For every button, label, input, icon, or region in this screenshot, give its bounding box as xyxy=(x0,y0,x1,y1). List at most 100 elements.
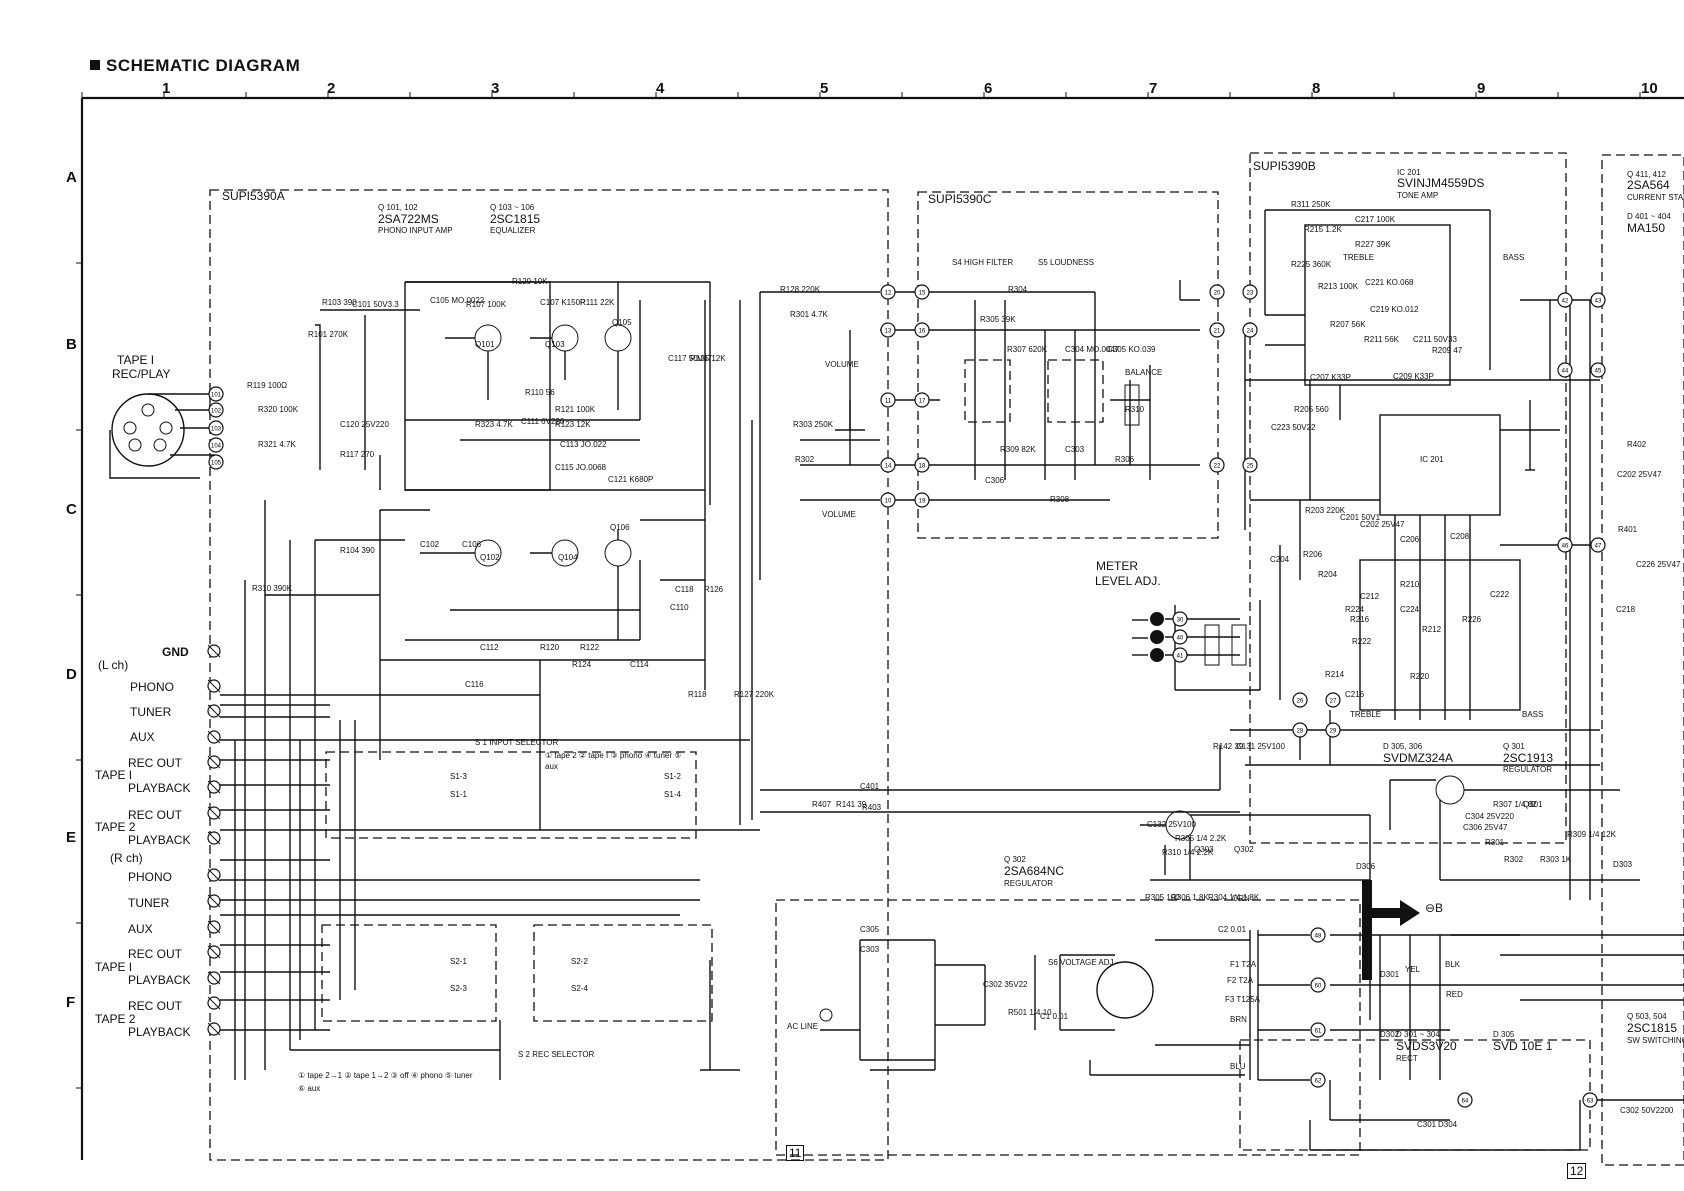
volume-label-top: VOLUME xyxy=(825,360,859,369)
component-label: D302 xyxy=(1380,1030,1400,1039)
component-label: C209 K33P xyxy=(1393,372,1434,381)
note-d305-part: SVDMZ324A xyxy=(1383,751,1454,765)
component-label: D304 xyxy=(1438,1120,1458,1129)
svg-text:105: 105 xyxy=(211,461,222,467)
column-number-6: 6 xyxy=(984,80,993,97)
component-label: Q104 xyxy=(558,553,578,562)
component-label: C105 MO.0022 xyxy=(430,296,485,305)
rec-selector-right-outline xyxy=(533,924,713,1022)
component-label: C2 0.01 xyxy=(1218,925,1247,934)
component-label: C206 xyxy=(1400,535,1420,544)
legend-item: ④ phono xyxy=(411,1071,445,1080)
rch-label: (R ch) xyxy=(110,851,143,865)
meter-label: METER xyxy=(1096,559,1138,573)
svg-text:61: 61 xyxy=(1315,1029,1322,1035)
component-label: ORN xyxy=(1232,894,1250,903)
component-label: C401 xyxy=(860,782,880,791)
svg-text:42: 42 xyxy=(1562,299,1569,305)
jack-slash xyxy=(207,704,221,718)
svg-text:23: 23 xyxy=(1247,291,1254,297)
jack-slash xyxy=(207,996,221,1010)
component-label: R305 100 xyxy=(1145,893,1180,902)
tape1l-label: TAPE I xyxy=(95,768,133,782)
component-label: D301 xyxy=(1380,970,1400,979)
svg-text:18: 18 xyxy=(919,464,926,470)
svg-text:26: 26 xyxy=(1297,699,1304,705)
component-label: R306 1.8K xyxy=(1171,893,1209,902)
component-label: R308 xyxy=(1050,495,1070,504)
component-label: C305 KO.039 xyxy=(1107,345,1156,354)
connector-terminal: 44 xyxy=(1557,362,1573,378)
note-d401-part: MA150 xyxy=(1627,221,1666,235)
component-label: C114 xyxy=(630,660,649,669)
note-d301-part: SVDS3V20 xyxy=(1396,1039,1457,1053)
connector-terminal: 43 xyxy=(1590,292,1606,308)
component-label: BRN xyxy=(1230,1015,1247,1024)
connector-terminals: 1011021031041051213111410151617181920212… xyxy=(208,284,1606,1108)
rec-out-2r-label: REC OUT xyxy=(128,999,182,1013)
connector-terminal: 103 xyxy=(208,420,224,436)
s1-1-label: S1-1 xyxy=(450,790,467,799)
note-d305-ref: D 305, 306 xyxy=(1383,742,1423,751)
board-c-label: SUPI5390C xyxy=(928,192,992,206)
row-letter-E: E xyxy=(66,829,77,846)
component-label: R311 250K xyxy=(1291,200,1331,209)
tape-din-connector xyxy=(109,393,215,479)
connector-terminal: 61 xyxy=(1310,1022,1326,1038)
svg-text:22: 22 xyxy=(1214,464,1221,470)
note-q411-ref: Q 411, 412 xyxy=(1627,170,1666,179)
jack-slash xyxy=(207,780,221,794)
aux-r-label: AUX xyxy=(128,922,153,936)
component-label: C221 KO.068 xyxy=(1365,278,1414,287)
s1-2-label: S1-2 xyxy=(664,772,681,781)
component-label: R111 22K xyxy=(580,298,615,307)
svg-text:47: 47 xyxy=(1595,544,1602,550)
svg-text:45: 45 xyxy=(1595,369,1602,375)
component-label: C303 xyxy=(1065,445,1085,454)
note-q301-ref: Q 301 xyxy=(1503,742,1525,751)
svg-text:40: 40 xyxy=(1177,636,1184,642)
page-number-11: 11 xyxy=(786,1145,805,1161)
component-label: R226 xyxy=(1462,615,1482,624)
tuner-l-label: TUNER xyxy=(130,705,172,719)
component-label: C120 25V220 xyxy=(340,420,389,429)
note-q301-part: 2SC1913 xyxy=(1503,751,1554,765)
s1-3-label: S1-3 xyxy=(450,772,467,781)
jack-slash xyxy=(207,730,221,744)
component-label: R122 xyxy=(580,643,600,652)
component-label: C112 xyxy=(480,643,499,652)
svg-text:27: 27 xyxy=(1330,699,1337,705)
connector-terminal: 18 xyxy=(914,457,930,473)
component-label: R211 56K xyxy=(1364,335,1399,344)
component-label: C224 xyxy=(1400,605,1420,614)
svg-text:43: 43 xyxy=(1595,299,1602,305)
page-number-12: 12 xyxy=(1567,1163,1587,1179)
connector-terminal: 12 xyxy=(880,284,896,300)
component-label: R103 390 xyxy=(322,298,357,307)
component-label: R303 1K xyxy=(1540,855,1572,864)
connector-terminal: 30 xyxy=(1172,611,1188,627)
legend-item: ⑥ aux xyxy=(298,1084,321,1093)
row-letter-A: A xyxy=(66,169,77,186)
note-d401-ref: D 401 ~ 404 xyxy=(1627,212,1671,221)
input-selector-legend: ① tape 2 ② tape I ③ phono ④ tuner ⑤ aux xyxy=(545,750,685,772)
component-label: R321 4.7K xyxy=(258,440,296,449)
jack-slash xyxy=(207,920,221,934)
component-label: R304 1/4 1.8K xyxy=(1208,893,1260,902)
component-label: R323 4.7K xyxy=(475,420,513,429)
note-q101-func: PHONO INPUT AMP xyxy=(378,226,453,235)
svg-text:17: 17 xyxy=(919,399,926,405)
svg-text:13: 13 xyxy=(885,329,892,335)
svg-text:101: 101 xyxy=(211,393,222,399)
power-board-outline xyxy=(775,899,1361,1156)
component-label: F2 T2A xyxy=(1227,976,1254,985)
component-label: R129 10K xyxy=(512,277,548,286)
tuner-r-label: TUNER xyxy=(128,896,170,910)
component-label: R407 xyxy=(812,800,832,809)
rec-selector-label: S 2 REC SELECTOR xyxy=(518,1050,595,1059)
component-label: R310 xyxy=(1125,405,1145,414)
jack-slash xyxy=(207,868,221,882)
bass-label-bottom: BASS xyxy=(1522,710,1544,719)
tape1r-label: TAPE I xyxy=(95,960,133,974)
playback-1l-label: PLAYBACK xyxy=(128,781,191,795)
